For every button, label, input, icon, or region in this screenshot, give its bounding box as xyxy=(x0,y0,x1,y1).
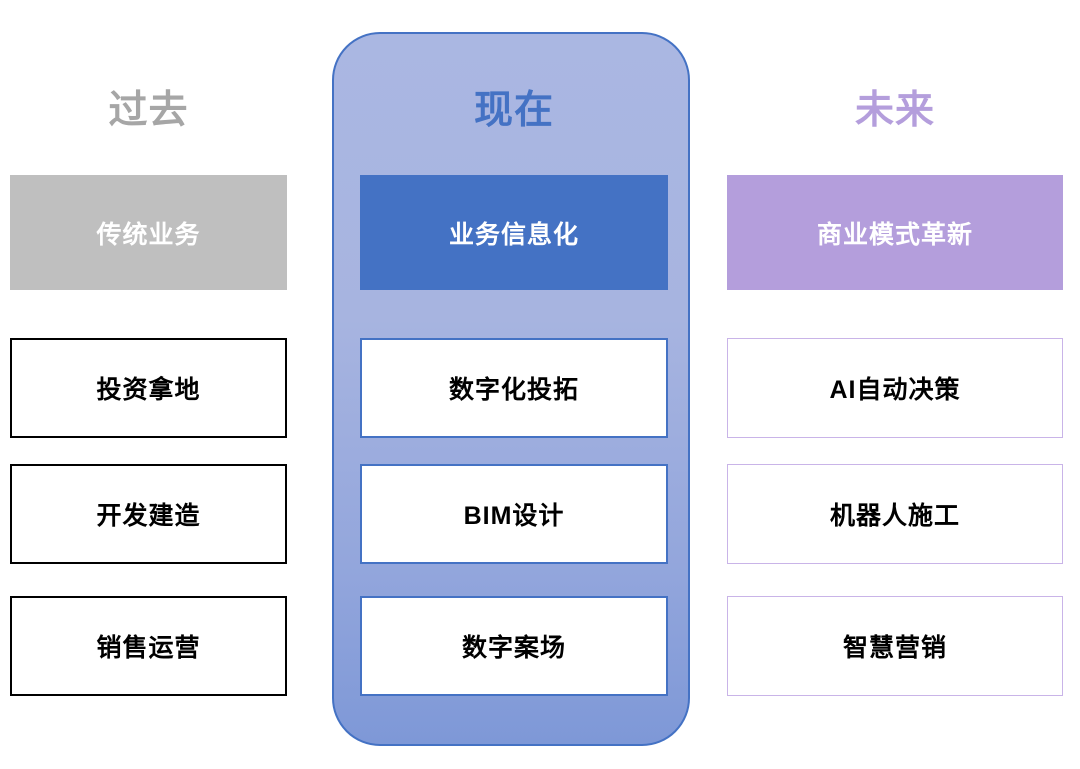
column-title-future: 未来 xyxy=(854,89,935,132)
item-box-present-1: BIM设计 xyxy=(360,464,668,564)
item-box-past-0: 投资拿地 xyxy=(10,338,287,438)
column-past: 过去 传统业务 投资拿地 开发建造 销售运营 xyxy=(10,0,287,769)
item-box-future-0: AI自动决策 xyxy=(727,338,1063,438)
item-box-present-0: 数字化投拓 xyxy=(360,338,668,438)
column-present: 现在 业务信息化 数字化投拓 BIM设计 数字案场 xyxy=(360,0,668,769)
column-title-past: 过去 xyxy=(108,89,189,132)
item-box-future-1: 机器人施工 xyxy=(727,464,1063,564)
column-header-future: 商业模式革新 xyxy=(727,175,1063,290)
column-future: 未来 商业模式革新 AI自动决策 机器人施工 智慧营销 xyxy=(727,0,1063,769)
column-title-present: 现在 xyxy=(473,89,554,132)
item-box-future-2: 智慧营销 xyxy=(727,596,1063,696)
item-box-past-2: 销售运营 xyxy=(10,596,287,696)
column-header-present: 业务信息化 xyxy=(360,175,668,290)
item-box-present-2: 数字案场 xyxy=(360,596,668,696)
column-header-past: 传统业务 xyxy=(10,175,287,290)
item-box-past-1: 开发建造 xyxy=(10,464,287,564)
